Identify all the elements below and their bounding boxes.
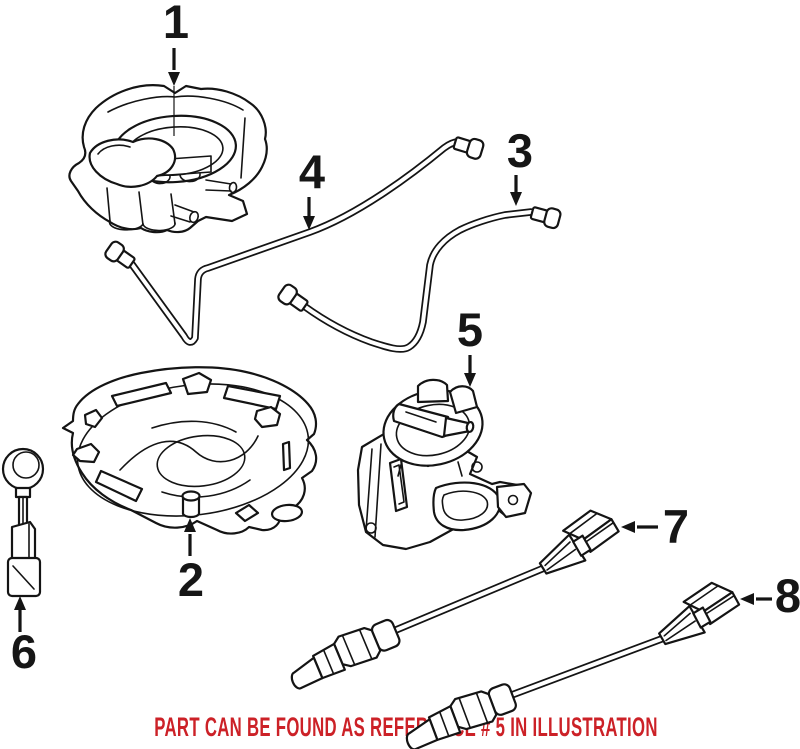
callout-8: 8: [740, 569, 800, 622]
callout-7-label: 7: [663, 500, 689, 553]
callout-1-label: 1: [163, 0, 189, 48]
callout-4: 4: [299, 145, 325, 230]
callout-6-label: 6: [11, 625, 37, 678]
callout-8-label: 8: [775, 569, 800, 622]
hose-3-fitting-right: [529, 206, 562, 230]
callout-4-label: 4: [299, 145, 325, 198]
part-8-oxygen-sensor: [393, 577, 748, 749]
callout-5: 5: [457, 303, 483, 387]
callout-3-label: 3: [507, 124, 533, 177]
hose-part-3: [277, 206, 562, 353]
callout-3: 3: [507, 124, 533, 206]
callout-7: 7: [621, 500, 689, 553]
part-6-sensor: [1, 447, 45, 598]
hose-4-fitting-right: [452, 136, 485, 160]
hose-4-fitting-left: [104, 240, 136, 269]
callout-2-label: 2: [178, 553, 204, 606]
hose-3-fitting-left: [277, 283, 309, 312]
part-2-mounting-plate: [61, 366, 318, 535]
callout-6: 6: [11, 596, 37, 678]
part-1-pump-assembly: [68, 84, 268, 234]
part-7-oxygen-sensor: [276, 504, 627, 691]
part-5-valve-bracket: [356, 378, 533, 551]
hose-part-4: [104, 136, 485, 346]
callout-1: 1: [163, 0, 189, 86]
callout-5-label: 5: [457, 303, 483, 356]
callout-2: 2: [178, 518, 204, 606]
